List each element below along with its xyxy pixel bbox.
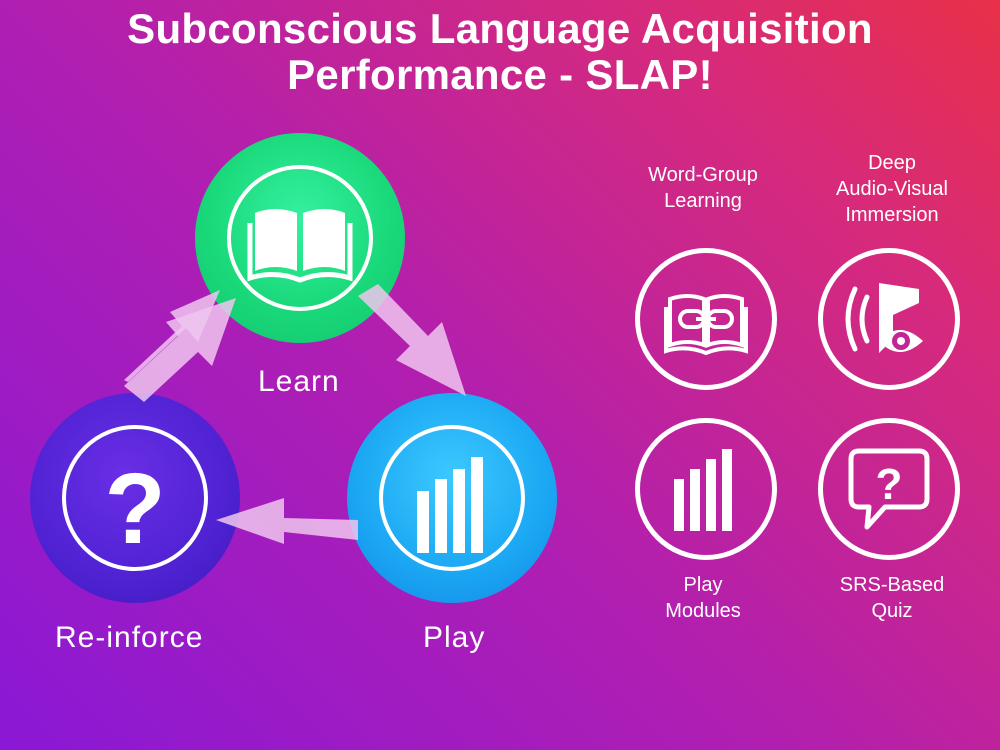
svg-text:?: ? <box>876 460 903 509</box>
word-group-learning-badge <box>635 248 777 390</box>
caption-line: Quiz <box>871 600 913 622</box>
play-ring <box>379 425 525 571</box>
open-book-icon <box>247 209 353 283</box>
title-line-1: Subconscious Language Acquisition <box>127 5 873 52</box>
caption-line: SRS-Based <box>839 574 945 596</box>
play-modules-badge <box>635 418 777 560</box>
page-title: Subconscious Language Acquisition Perfor… <box>0 6 1000 98</box>
play-modules-caption: Play Modules <box>603 572 803 624</box>
audio-visual-immersion-badge <box>818 248 960 390</box>
play-node <box>347 393 557 603</box>
caption-line: Word-Group <box>648 164 758 186</box>
caption-line: Modules <box>665 600 741 622</box>
srs-quiz-caption: SRS-Based Quiz <box>792 572 992 624</box>
linked-book-icon <box>664 294 748 356</box>
bar-chart-icon <box>674 449 732 531</box>
caption-line: Deep <box>868 152 916 174</box>
srs-quiz-badge: ? <box>818 418 960 560</box>
caption-line: Audio-Visual <box>836 178 948 200</box>
audio-visual-immersion-caption: Deep Audio-Visual Immersion <box>792 150 992 228</box>
caption-line: Learning <box>664 190 742 212</box>
speaker-eye-icon <box>845 283 923 353</box>
title-line-2: Performance - SLAP! <box>287 51 713 98</box>
play-label: Play <box>423 621 486 654</box>
question-mark-icon: ? <box>104 453 165 565</box>
reinforce-ring <box>62 425 208 571</box>
learn-label: Learn <box>258 365 340 398</box>
caption-line: Immersion <box>845 204 939 226</box>
reinforce-label: Re-inforce <box>55 621 204 654</box>
learn-node <box>195 133 405 343</box>
learn-ring <box>227 165 373 311</box>
caption-line: Play <box>683 574 723 596</box>
reinforce-node: ? <box>30 393 240 603</box>
word-group-learning-caption: Word-Group Learning <box>603 162 803 214</box>
bar-chart-icon <box>417 457 483 553</box>
question-bubble-icon: ? <box>848 448 930 530</box>
svg-text:?: ? <box>104 453 165 565</box>
